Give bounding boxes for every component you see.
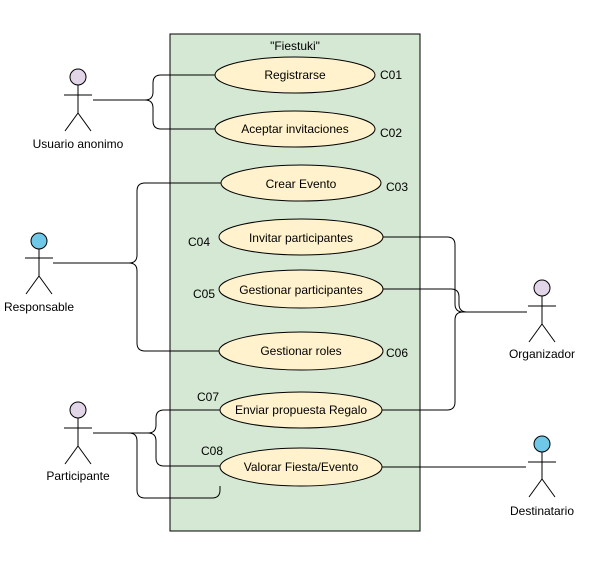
connector-usuario-registrarse <box>93 74 217 101</box>
connector-participante-enviar <box>93 409 221 434</box>
use-case-id: C07 <box>197 390 219 404</box>
use-case-c03[interactable]: Crear Evento <box>220 164 382 202</box>
use-case-c05[interactable]: Gestionar participantes <box>218 269 384 309</box>
use-case-id: C04 <box>188 235 210 249</box>
actor-label: Destinatario <box>510 504 574 518</box>
use-case-c02[interactable]: Aceptar invitaciones <box>214 110 376 148</box>
use-case-c07[interactable]: Enviar propuesta Regalo <box>219 391 383 429</box>
actor-head-icon <box>69 401 87 419</box>
use-case-label: Valorar Fiesta/Evento <box>244 460 359 474</box>
use-case-id: C02 <box>380 126 402 140</box>
actor-label: Participante <box>46 469 110 483</box>
actor-head-icon <box>69 68 87 86</box>
use-case-label: Gestionar participantes <box>239 283 362 297</box>
use-case-id: C05 <box>193 287 215 301</box>
connectors <box>53 74 527 499</box>
actor-head-icon <box>30 232 48 250</box>
connector-participante-valorar <box>93 432 221 467</box>
actor-head-icon <box>533 279 551 297</box>
actor-usuario-anonimo[interactable] <box>64 68 92 132</box>
use-case-label: Crear Evento <box>266 177 337 191</box>
use-case-c08[interactable]: Valorar Fiesta/Evento <box>219 447 383 487</box>
connector-participante-crear <box>93 432 221 499</box>
use-case-id: C08 <box>201 444 223 458</box>
use-case-c01[interactable]: Registrarse <box>214 56 376 94</box>
use-case-id: C06 <box>386 346 408 360</box>
use-case-label: Gestionar roles <box>260 344 341 358</box>
actor-responsable[interactable] <box>25 232 53 295</box>
actor-participante[interactable] <box>64 401 92 465</box>
system-title: "Fiestuki" <box>270 39 320 53</box>
use-case-label: Enviar propuesta Regalo <box>235 403 367 417</box>
use-case-id: C03 <box>386 180 408 194</box>
connector-usuario-aceptar <box>93 99 215 130</box>
actor-head-icon <box>533 435 551 453</box>
actor-destinatario[interactable] <box>528 435 556 498</box>
actor-label: Responsable <box>4 300 74 314</box>
use-case-label: Aceptar invitaciones <box>241 122 348 136</box>
use-case-label: Invitar participantes <box>249 231 353 245</box>
use-case-label: Registrarse <box>264 68 326 82</box>
connector-responsable-roles <box>53 262 219 352</box>
actor-organizador[interactable] <box>528 279 556 343</box>
connector-organizador-invitar <box>383 236 527 313</box>
use-case-id: C01 <box>380 68 402 82</box>
use-case-c06[interactable]: Gestionar roles <box>218 331 384 371</box>
actor-label: Organizador <box>509 347 575 361</box>
actor-label: Usuario anonimo <box>33 137 124 151</box>
connector-responsable-crear <box>53 182 221 264</box>
use-case-c04[interactable]: Invitar participantes <box>218 218 384 256</box>
connector-organizador-enviar <box>382 311 527 411</box>
